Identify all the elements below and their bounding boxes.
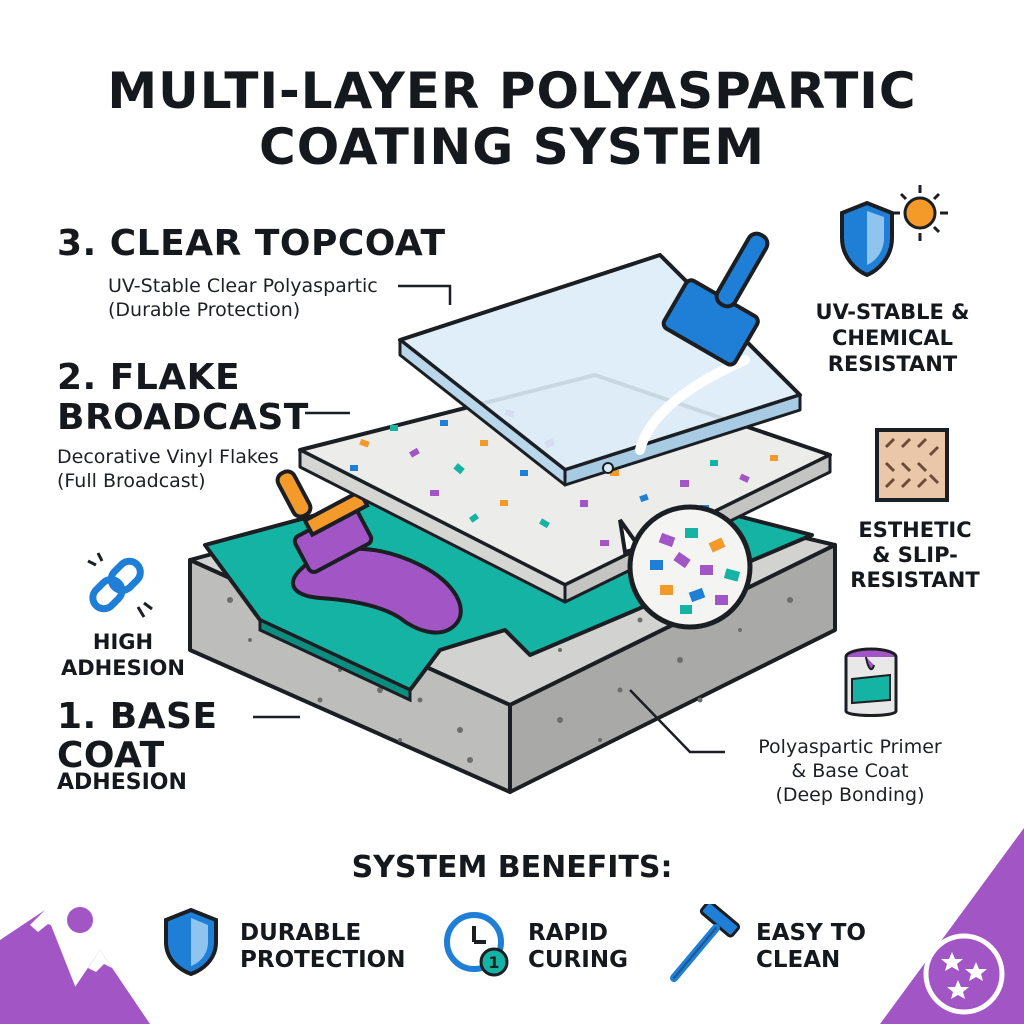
topcoat-sub-1: UV-Stable Clear Polyaspartic	[108, 275, 378, 297]
primer-line-1: Polyaspartic Primer	[758, 736, 942, 758]
svg-text:1: 1	[488, 953, 499, 972]
primer-line-2: & Base Coat	[791, 760, 909, 782]
esthetic-line-3: RESISTANT	[850, 568, 980, 592]
base-title-2: COAT	[57, 735, 165, 776]
benefit-clean-line-1: EASY TO	[756, 920, 866, 946]
benefit-durable-line-2: PROTECTION	[240, 947, 406, 973]
squeegee-icon	[670, 904, 741, 982]
adhesion-line-2: ADHESION	[61, 656, 185, 680]
base-sub: ADHESION	[57, 770, 187, 795]
benefit-rapid-line-1: RAPID	[528, 920, 609, 946]
flake-sub-2: (Full Broadcast)	[57, 470, 206, 492]
adhesion-line-1: HIGH	[92, 630, 154, 654]
timer-icon: 1	[444, 912, 509, 977]
paint-can-icon	[844, 647, 898, 717]
primer-line-3: (Deep Bonding)	[775, 784, 925, 806]
flake-title-2: BROADCAST	[57, 397, 309, 438]
texture-swatch-icon	[875, 428, 949, 502]
uv-line-2: CHEMICAL	[831, 326, 954, 350]
benefit-durable-line-1: DURABLE	[240, 920, 362, 946]
topcoat-title: 3. CLEAR TOPCOAT	[57, 223, 446, 264]
state-seal-icon	[880, 828, 1024, 1024]
benefit-clean-line-2: CLEAN	[756, 947, 841, 973]
shield-icon	[164, 907, 218, 976]
topcoat-sub-2: (Durable Protection)	[108, 299, 301, 321]
flake-magnifier	[618, 504, 753, 630]
flake-sub-1: Decorative Vinyl Flakes	[57, 446, 279, 468]
chain-link-icon	[87, 552, 153, 618]
title-line-1: MULTI-LAYER POLYASPARTIC	[107, 62, 917, 120]
esthetic-line-2: & SLIP-	[872, 543, 958, 567]
flake-title-1: 2. FLAKE	[57, 357, 241, 398]
mountains-icon	[0, 907, 150, 1024]
uv-line-1: UV-STABLE &	[815, 300, 970, 324]
squeegee-tool-icon	[661, 231, 770, 367]
title-line-2: COATING SYSTEM	[259, 118, 765, 176]
benefit-rapid-line-2: CURING	[528, 947, 628, 973]
esthetic-line-1: ESTHETIC	[858, 518, 972, 542]
leader-lines	[253, 284, 725, 754]
shield-sun-icon	[840, 185, 948, 278]
primer-brush-icon	[275, 469, 463, 635]
base-title-1: 1. BASE	[57, 696, 218, 737]
benefits-title: SYSTEM BENEFITS:	[351, 850, 673, 885]
uv-line-3: RESISTANT	[827, 352, 958, 376]
